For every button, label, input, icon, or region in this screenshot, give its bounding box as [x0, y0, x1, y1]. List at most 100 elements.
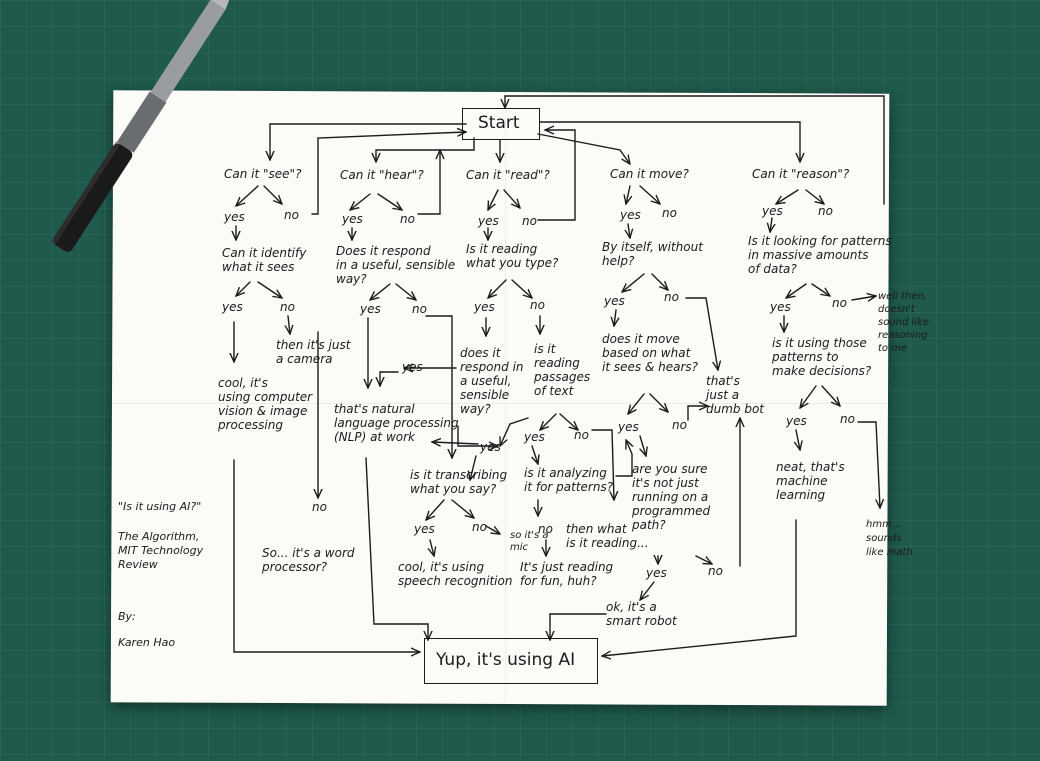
connector-transcribe-split-no [451, 499, 474, 518]
node-reason-patterns: Is it looking for patterns in massive am… [748, 234, 892, 276]
connector-no-math [857, 421, 880, 508]
connector-no-word [425, 315, 452, 458]
connector-reason-loop [505, 95, 885, 205]
connector-yes-nlp-left [432, 442, 479, 444]
label-read-no: no [522, 214, 537, 228]
connector-itself-no [651, 273, 668, 290]
connector-no-notreasoning [851, 296, 876, 300]
label-identify-yes: yes [222, 300, 243, 314]
connector-yes-sure [640, 435, 646, 456]
node-what-reading: then what is it reading... [566, 522, 649, 550]
node-reason-question: Can it "reason"? [752, 167, 850, 181]
node-move-question: Can it move? [610, 167, 689, 181]
connector-passages-yes [499, 417, 529, 446]
node-smart-robot: ok, it's a smart robot [606, 600, 677, 628]
label-itself-yes: yes [604, 294, 625, 308]
node-read-typing: Is it reading what you type? [466, 242, 559, 270]
label-patterns-yes: yes [770, 300, 791, 314]
node-read-respond: does it respond in a useful, sensible wa… [460, 346, 524, 416]
connector-see-no [263, 185, 282, 204]
connector-smart-ai [550, 613, 607, 640]
node-start: Start [478, 113, 520, 133]
node-see-identify: Can it identify what it sees [222, 246, 307, 274]
connector-yes-based [614, 309, 616, 326]
node-see-question: Can it "see"? [224, 167, 302, 181]
connector-read-no [503, 189, 520, 208]
label-word-no: no [312, 500, 327, 514]
connector-typing-no [511, 279, 532, 298]
credit-title: "Is it using AI?" [118, 500, 202, 513]
connector-hear-no-loop [417, 150, 440, 215]
node-see-cv: cool, it's using computer vision & image… [218, 376, 313, 432]
connector-respond-yes [370, 283, 391, 300]
connector-read-yes [488, 189, 499, 210]
node-analyze-question: is it analyzing it for patterns? [524, 466, 614, 494]
connector-yes-ml [796, 429, 800, 450]
label-hear-no: no [400, 212, 415, 226]
connector-start-move [537, 133, 630, 164]
label-read-typing-yes: yes [474, 300, 495, 314]
connector-see-no-loop [311, 132, 466, 215]
credit-author: Karen Hao [118, 636, 176, 649]
start-box [462, 108, 540, 140]
connector-start-hear [376, 137, 475, 162]
connector-identify-no [257, 281, 282, 298]
connector-patterns-yes [786, 283, 807, 298]
label-hear-respond-yes: yes [360, 302, 381, 316]
credit-source: The Algorithm, MIT Technology Review [118, 530, 204, 571]
node-sure-question: are you sure it's not just running on a … [632, 462, 711, 532]
label-reason-no: no [818, 204, 833, 218]
connector-sure-no [695, 555, 712, 564]
node-nlp: that's natural language processing (NLP)… [334, 402, 459, 444]
node-ai-result: Yup, it's using AI [436, 650, 576, 670]
connector-hear-yes [350, 193, 371, 210]
connector-nlp-ai [365, 457, 428, 640]
connector-decisions-yes [800, 385, 817, 408]
connector-transcribe-yes [470, 455, 477, 480]
connector-patterns-no [811, 283, 830, 296]
connector-start-see [270, 123, 467, 160]
label-sure-no: no [708, 564, 723, 578]
label-transcribe-q-no: no [472, 520, 487, 534]
node-read-question: Can it "read"? [466, 168, 550, 182]
connector-decisions-no [821, 385, 840, 406]
node-not-reasoning: well then, doesn't sound like reasoning … [878, 291, 930, 354]
label-see-yes: yes [224, 210, 245, 224]
connector-reason-no [805, 189, 824, 204]
label-transcribe-q-yes: yes [414, 522, 435, 536]
connector-cv-ai [233, 459, 420, 652]
connector-based-no-dumb [687, 406, 708, 421]
connector-camera [288, 315, 290, 334]
paper-fold-vertical [505, 92, 506, 704]
label-nlp-yes: yes [402, 360, 423, 374]
connector-transcribe-split-yes [426, 499, 445, 520]
connector-reason-patterns [770, 217, 772, 232]
label-identify-no: no [280, 300, 295, 314]
node-transcribe-question: is it transcribing what you say? [410, 468, 508, 496]
connector-based-yes [628, 393, 645, 414]
connector-move-no [639, 185, 660, 204]
connector-analyze-reason [615, 440, 632, 477]
connector-yes-speech [430, 539, 434, 556]
connector-respond-no [395, 283, 416, 300]
connector-no-dumb [685, 297, 718, 370]
credit-by: By: [118, 610, 136, 623]
connector-no-mic [485, 525, 500, 534]
connector-typing-yes [488, 279, 507, 298]
label-hear-respond-no: no [412, 302, 427, 316]
connector-ml-ai [602, 519, 797, 656]
label-read-typing-no: no [530, 298, 545, 312]
connector-move-yes [626, 185, 630, 204]
label-see-no: no [284, 208, 299, 222]
connector-passages-analyze [532, 445, 538, 464]
connector-see-yes [236, 185, 259, 206]
label-move-yes: yes [620, 208, 641, 222]
label-itself-no: no [664, 290, 679, 304]
connector-no-what [591, 429, 614, 500]
connector-identify-yes [236, 281, 251, 296]
node-move-based: does it move based on what it sees & hea… [602, 332, 699, 374]
node-dumb-bot: that's just a dumb bot [706, 374, 765, 416]
node-read-fun: It's just reading for fun, huh? [520, 560, 614, 588]
node-decisions-question: is it using those patterns to make decis… [772, 336, 872, 378]
label-decisions-yes: yes [786, 414, 807, 428]
